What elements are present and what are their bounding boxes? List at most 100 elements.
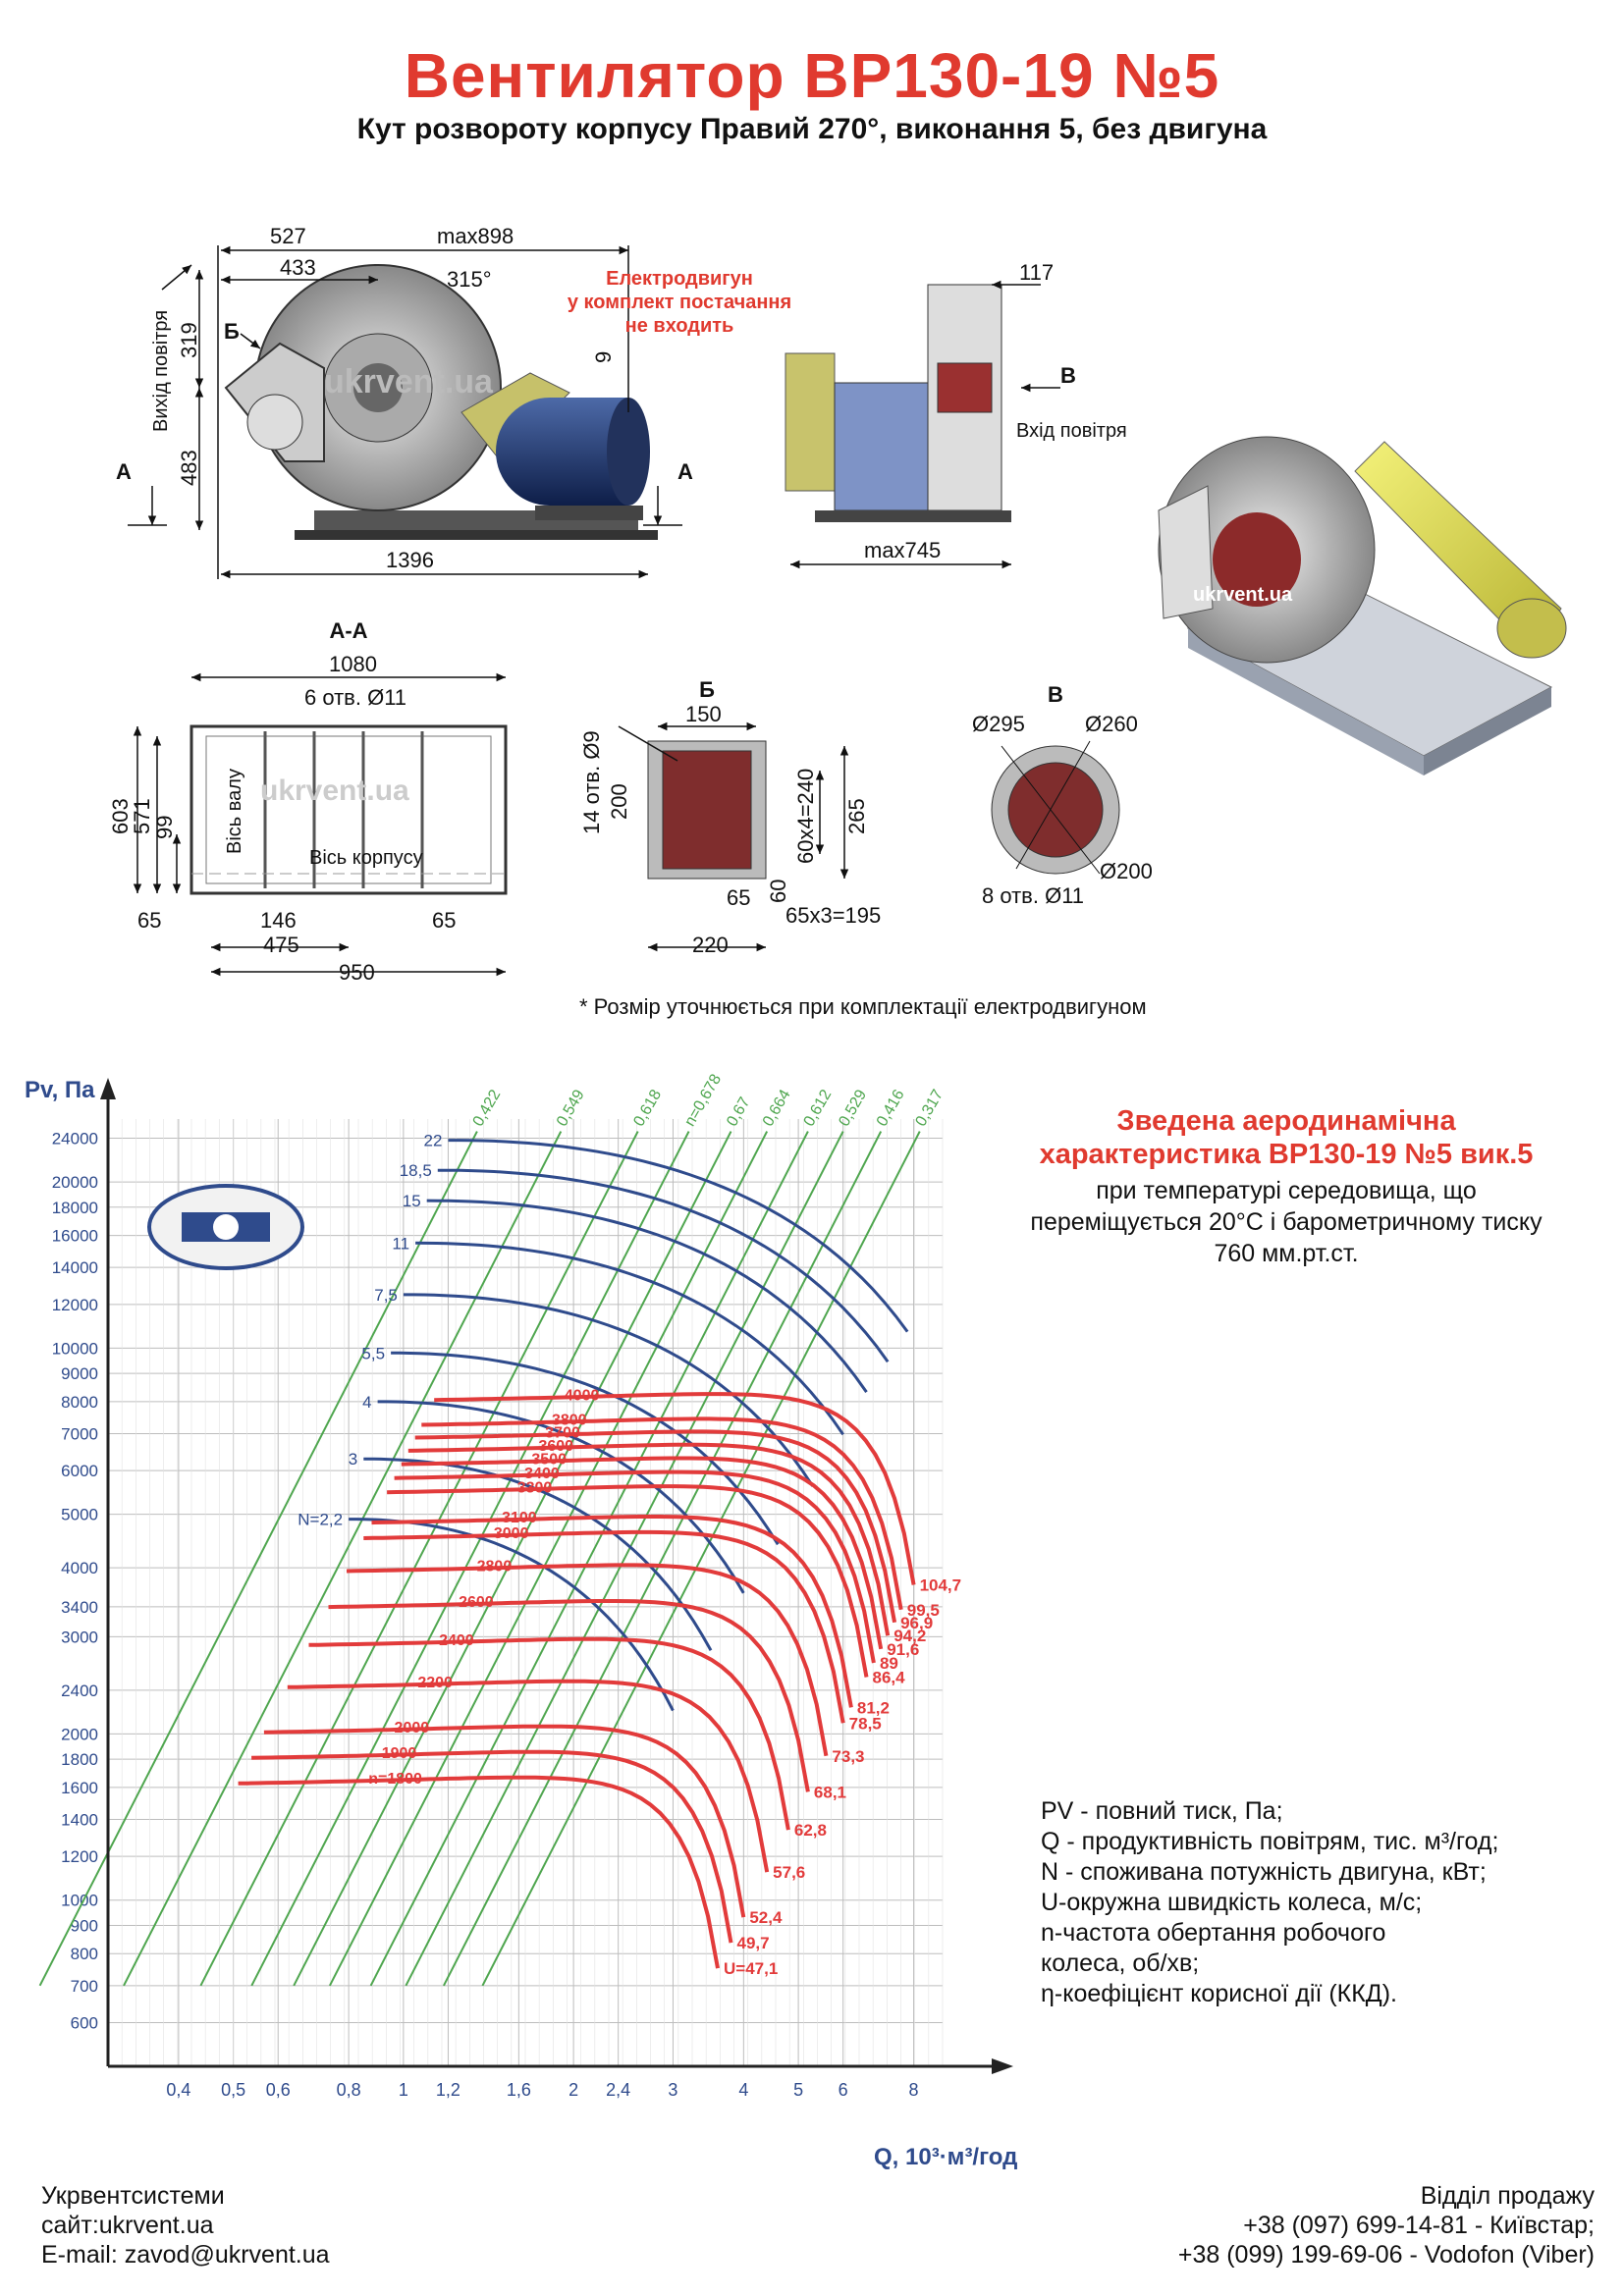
company-email[interactable]: E-mail: zavod@ukrvent.ua [41, 2241, 330, 2269]
dim-65x3: 65х3=195 [785, 903, 881, 928]
view-b [647, 740, 767, 880]
rpm-curve [308, 1636, 790, 1831]
efficiency-label: 0,618 [630, 1087, 665, 1129]
efficiency-line [123, 1131, 563, 1987]
tip-speed-label: 104,7 [920, 1576, 962, 1595]
front-view-dimensions: 527 max898 433 315° 319 483 9 1396 Вихід… [116, 224, 791, 572]
company-site[interactable]: сайт:ukrvent.ua [41, 2212, 214, 2239]
rpm-label: 2000 [395, 1720, 430, 1736]
legend-item: PV - повний тиск, Па; [1041, 1797, 1283, 1825]
tip-speed-label: 62,8 [794, 1821, 827, 1840]
dim-1080: 1080 [329, 652, 377, 676]
section-mark-a-left: A [116, 459, 132, 484]
dim-433: 433 [280, 255, 316, 280]
y-tick-label: 1200 [61, 1847, 98, 1866]
dim-9: 9 [591, 351, 616, 363]
power-label: 18,5 [400, 1161, 432, 1180]
rpm-curve [401, 1456, 884, 1650]
rpm-curve [346, 1563, 829, 1757]
x-tick-label: 6 [839, 2080, 848, 2100]
efficiency-label: 0,664 [760, 1087, 794, 1129]
x-axis-arrow [992, 2058, 1013, 2074]
phone-vodafone[interactable]: +38 (099) 199-69-06 - Vodofon (Viber) [1177, 2241, 1595, 2269]
characteristic-title: Зведена аеродинамічна характеристика ВР1… [982, 1104, 1591, 1171]
x-tick-label: 1 [399, 2080, 408, 2100]
dim-max898: max898 [437, 224, 514, 248]
x-tick-label: 0,6 [266, 2080, 291, 2100]
motor-note-line3: не входить [625, 315, 734, 337]
y-tick-label: 12000 [52, 1296, 98, 1314]
efficiency-label: 0,549 [554, 1087, 588, 1129]
power-label: N=2,2 [298, 1511, 343, 1529]
y-tick-label: 1400 [61, 1811, 98, 1830]
dim-99: 99 [152, 816, 177, 839]
dim-200-b: 200 [607, 783, 631, 820]
dim-max745: max745 [864, 538, 941, 562]
characteristic-title-line2: характеристика ВР130-19 №5 вик.5 [1039, 1139, 1534, 1170]
efficiency-label: 0,416 [874, 1087, 908, 1129]
legend-item: N - споживана потужність двигуна, кВт; [1041, 1858, 1487, 1886]
phone-kyivstar[interactable]: +38 (097) 699-14-81 - Київстар; [1243, 2212, 1595, 2239]
rpm-label: 3000 [494, 1525, 529, 1542]
y-tick-label: 16000 [52, 1227, 98, 1246]
company-name: Укрвентсистеми [41, 2182, 225, 2210]
air-in-label: Вхід повітря [1016, 420, 1127, 442]
section-aa [189, 724, 508, 895]
tip-speed-label: 68,1 [814, 1783, 846, 1801]
rpm-label: n=1800 [368, 1771, 422, 1788]
section-aa-title: А-А [329, 618, 367, 643]
x-tick-label: 0,4 [166, 2080, 190, 2100]
legend-item: Q - продуктивність повітрям, тис. м³/год… [1041, 1828, 1499, 1855]
efficiency-line [443, 1131, 883, 1987]
legend-item: n-частота обертання робочого [1041, 1919, 1386, 1947]
page-title: Вентилятор ВР130-19 №5 [404, 40, 1220, 111]
view-mark-b: Б [224, 319, 240, 344]
y-axis-label: Pv, Па [25, 1077, 95, 1103]
x-axis-label: Q, 10³·м³/год [874, 2144, 1017, 2170]
x-tick-label: 8 [909, 2080, 919, 2100]
characteristic-desc-line3: 760 мм.рт.ст. [1214, 1240, 1359, 1267]
rpm-label: 1900 [382, 1745, 417, 1762]
rpm-label: 3600 [538, 1438, 573, 1455]
dim-950: 950 [339, 960, 375, 985]
dim-60: 60 [766, 880, 790, 903]
characteristic-title-line1: Зведена аеродинамічна [1116, 1105, 1456, 1137]
rpm-label: 3300 [517, 1479, 553, 1496]
view-mark-v: В [1060, 363, 1076, 388]
efficiency-label: 0,67 [724, 1095, 753, 1130]
power-curve [377, 1400, 745, 1594]
tip-speed-label: 94,2 [893, 1627, 926, 1645]
efficiency-line [369, 1131, 809, 1987]
rpm-curve [238, 1775, 720, 1969]
rpm-label: 3800 [552, 1413, 587, 1429]
rpm-label: 2800 [477, 1559, 513, 1575]
dim-6-holes: 6 отв. Ø11 [304, 685, 406, 710]
rpm-label: 2200 [417, 1675, 453, 1691]
y-tick-label: 4000 [61, 1559, 98, 1577]
rpm-curve [328, 1599, 810, 1792]
section-mark-a-right: A [677, 459, 693, 484]
view-v [991, 740, 1120, 875]
tip-speed-label: 91,6 [887, 1640, 919, 1659]
power-label: 3 [349, 1450, 357, 1468]
dim-65-right: 65 [432, 908, 456, 933]
rpm-curve [414, 1429, 897, 1624]
y-tick-label: 1800 [61, 1750, 98, 1769]
power-curve [426, 1199, 868, 1393]
dim-d295: Ø295 [972, 712, 1025, 736]
power-label: 11 [392, 1234, 409, 1253]
dim-527: 527 [270, 224, 306, 248]
y-tick-label: 24000 [52, 1130, 98, 1148]
power-curve [415, 1241, 844, 1436]
rpm-curve [421, 1416, 903, 1611]
y-axis-arrow [100, 1078, 116, 1099]
dim-d200: Ø200 [1100, 859, 1153, 883]
x-tick-label: 0,5 [221, 2080, 245, 2100]
y-tick-label: 600 [71, 2013, 98, 2032]
power-label: 22 [424, 1132, 443, 1150]
dim-14-holes: 14 отв. Ø9 [579, 730, 604, 834]
air-out-label: Вихід повітря [150, 310, 172, 432]
page-subtitle: Кут розвороту корпусу Правий 270°, викон… [356, 113, 1268, 145]
x-tick-label: 0,8 [337, 2080, 361, 2100]
x-tick-label: 5 [793, 2080, 803, 2100]
